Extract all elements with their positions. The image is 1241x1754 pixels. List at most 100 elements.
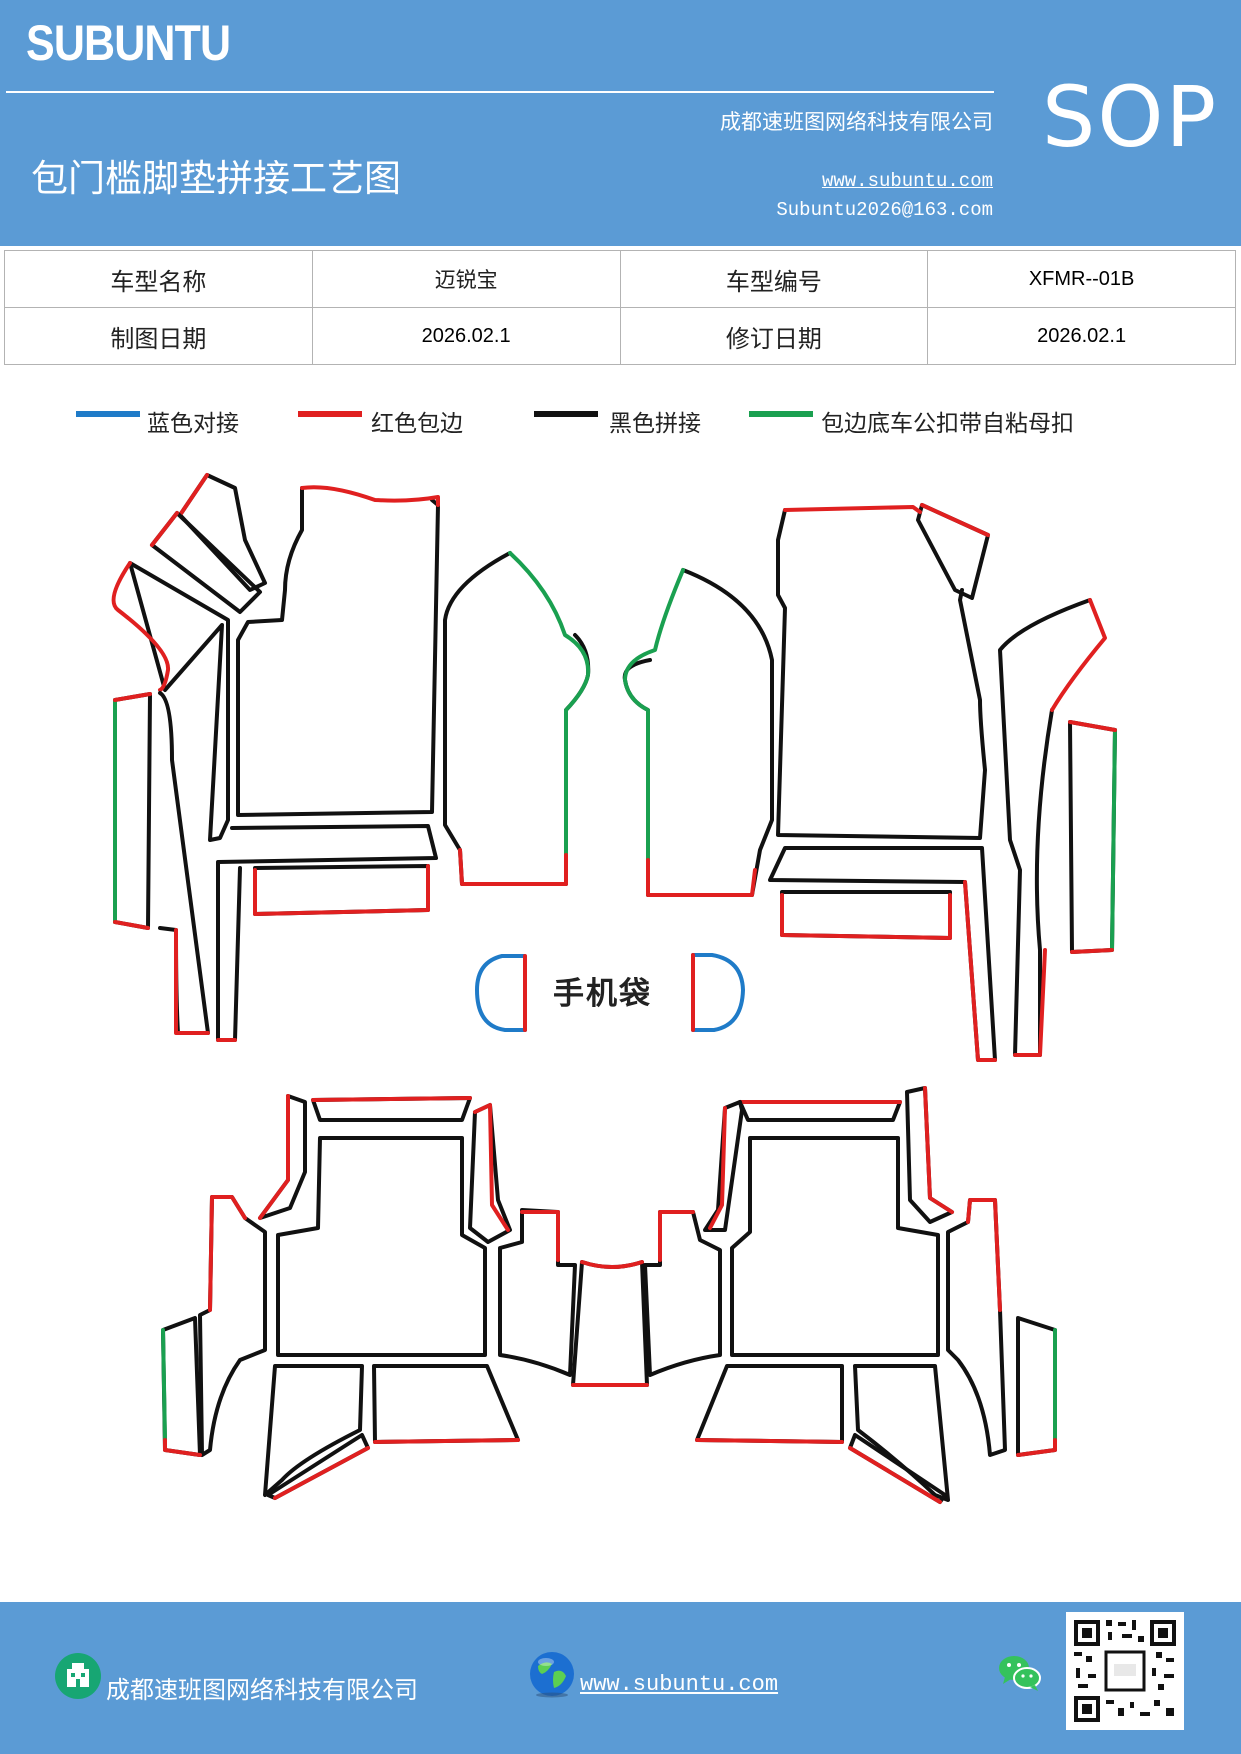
mat-edge <box>178 473 209 517</box>
mat-edge <box>300 485 440 507</box>
legend-red-label: 红色包边 <box>371 411 463 437</box>
footer-website-link[interactable]: www.subuntu.com <box>580 1672 779 1697</box>
legend-black-label: 黑色拼接 <box>609 411 701 437</box>
mat-edge <box>273 1446 370 1500</box>
mat-edge <box>111 561 171 692</box>
wechat-icon <box>999 1656 1041 1691</box>
mat-edge <box>708 1106 727 1230</box>
rear-left-mat-group <box>161 1094 577 1500</box>
mat-edge <box>253 864 430 916</box>
front-left-mat-group <box>111 473 591 1042</box>
mat-piece <box>780 890 952 940</box>
rear-right-mat-group <box>643 1086 1057 1504</box>
legend-red-line <box>298 411 362 417</box>
header-company: 成都速班图网络科技有限公司 <box>720 110 993 134</box>
mat-piece <box>643 1210 722 1377</box>
header-website-link[interactable]: www.subuntu.com <box>821 170 993 192</box>
mat-edge <box>783 505 922 514</box>
header-email: Subuntu2026@163.com <box>776 199 993 221</box>
model-code-value: XFMR--01B <box>927 250 1236 308</box>
mat-edge <box>311 1096 472 1102</box>
mat-piece <box>178 473 267 592</box>
mat-piece <box>161 1316 202 1457</box>
mat-piece <box>498 1208 577 1377</box>
mat-piece <box>738 1100 902 1122</box>
mat-edge <box>150 511 179 547</box>
mat-edge <box>1016 1438 1057 1457</box>
revise-date-value: 2026.02.1 <box>927 307 1236 365</box>
mat-edge <box>963 880 997 1062</box>
mat-piece <box>1016 1316 1057 1457</box>
legend-green-label: 包边底车公扣带自粘母扣 <box>821 411 1074 437</box>
mat-piece <box>946 1198 1007 1457</box>
mat-edge <box>580 1260 644 1269</box>
header-divider <box>6 91 994 93</box>
mat-edge <box>373 1438 520 1444</box>
mat-edge <box>1050 598 1107 712</box>
mat-edge <box>258 1094 290 1220</box>
mat-edge <box>646 858 757 897</box>
mat-piece <box>128 561 230 842</box>
mat-piece <box>776 508 987 840</box>
building-icon <box>55 1653 101 1699</box>
mat-piece <box>216 824 438 1042</box>
page-title: 包门槛脚垫拼接工艺图 <box>31 157 401 200</box>
model-code-label: 车型编号 <box>619 250 929 308</box>
legend-blue-label: 蓝色对接 <box>147 411 239 437</box>
revise-date-label: 修订日期 <box>619 307 929 365</box>
mat-edge <box>848 1446 942 1504</box>
mat-edge <box>508 551 591 857</box>
mat-edge <box>1110 728 1117 952</box>
mat-edge <box>520 1210 560 1262</box>
draw-date-value: 2026.02.1 <box>311 307 621 365</box>
brand-logo: SUBUNTU <box>26 15 231 71</box>
mat-edge <box>174 928 210 1035</box>
mat-piece <box>730 1136 940 1357</box>
mat-edge <box>780 893 952 940</box>
mat-piece <box>276 1136 487 1357</box>
model-name-label: 车型名称 <box>4 250 313 308</box>
info-table: 车型名称 迈锐宝 车型编号 XFMR--01B 制图日期 2026.02.1 修… <box>4 250 1236 365</box>
mat-edge <box>113 920 150 930</box>
mat-edge <box>161 1328 167 1442</box>
front-right-mat-group <box>622 503 1117 1062</box>
mat-edge <box>113 692 152 702</box>
mat-piece <box>258 1094 307 1220</box>
legend-green-line <box>749 411 813 417</box>
qr-code-icon[interactable] <box>1066 1612 1184 1730</box>
draw-date-label: 制图日期 <box>4 307 313 365</box>
mat-edge <box>163 1438 202 1457</box>
legend-black-line <box>534 411 598 417</box>
mat-piece <box>998 598 1092 1057</box>
mat-piece <box>113 692 152 930</box>
mat-edge <box>1070 948 1114 954</box>
sop-badge: SOP <box>1042 68 1219 166</box>
info-row: 制图日期 2026.02.1 修订日期 2026.02.1 <box>4 307 1236 365</box>
mat-piece <box>691 953 745 1032</box>
legend-blue-line <box>76 411 140 417</box>
mat-piece <box>768 846 997 1062</box>
mat-piece <box>266 1433 370 1500</box>
footer-company: 成都速班图网络科技有限公司 <box>106 1676 418 1704</box>
center-hump-piece <box>571 1260 649 1387</box>
mat-piece <box>158 691 210 1035</box>
phone-pocket-group <box>475 953 745 1032</box>
mat-edge <box>458 848 568 886</box>
mat-edge <box>923 1086 954 1214</box>
mat-edge <box>920 503 990 537</box>
mat-edge <box>658 1210 695 1262</box>
mat-piece <box>253 864 430 916</box>
mat-piece <box>475 954 527 1032</box>
mat-piece <box>695 1364 844 1444</box>
mat-piece <box>372 1364 520 1444</box>
mat-edge <box>1013 948 1047 1057</box>
mat-piece <box>263 1364 364 1497</box>
mat-edge <box>1068 720 1117 732</box>
mat-piece <box>198 1195 267 1457</box>
info-row: 车型名称 迈锐宝 车型编号 XFMR--01B <box>4 250 1236 308</box>
mat-piece <box>1068 720 1117 954</box>
mat-piece <box>236 486 440 817</box>
phone-pocket-label: 手机袋 <box>553 976 652 1012</box>
mat-edge <box>623 568 685 862</box>
floor-mat-diagram <box>111 473 1117 1504</box>
